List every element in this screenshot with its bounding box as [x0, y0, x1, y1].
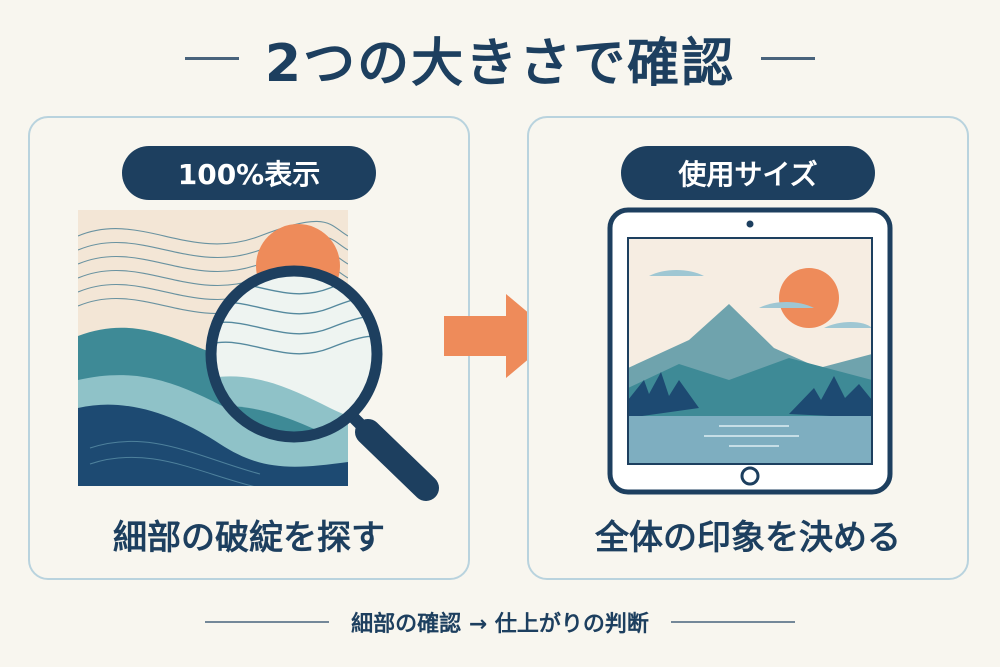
footer-row: 細部の確認 → 仕上がりの判断: [0, 604, 1000, 640]
tablet-camera: [746, 220, 754, 228]
footer-right-line: [670, 621, 795, 623]
title-left-line: [184, 56, 239, 60]
magnifier-icon: [205, 265, 383, 443]
title-right-line: [761, 56, 816, 60]
detail-illustration: [78, 210, 439, 501]
label-usage-size: 使用サイズ: [621, 146, 875, 200]
panel-100-percent: 100%表示 細部の破綻を探す: [28, 116, 470, 580]
tablet-home-button: [740, 466, 760, 486]
footer-left-line: [205, 621, 330, 623]
page-title: 2つの大きさで確認: [264, 33, 736, 94]
footer-summary: 細部の確認 → 仕上がりの判断: [351, 612, 649, 637]
title-row: 2つの大きさで確認: [0, 18, 1000, 98]
caption-detail: 細部の破綻を探す: [113, 518, 385, 558]
panel-usage-size: 使用サイズ 全体の印象を決める: [527, 116, 969, 580]
tablet-illustration: [607, 207, 893, 495]
caption-overall: 全体の印象を決める: [595, 518, 901, 558]
label-100-percent: 100%表示: [122, 146, 376, 200]
